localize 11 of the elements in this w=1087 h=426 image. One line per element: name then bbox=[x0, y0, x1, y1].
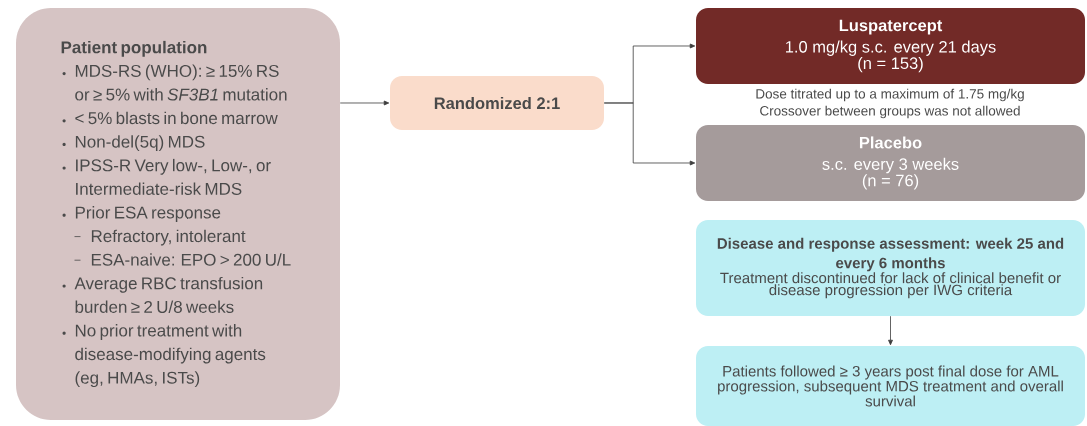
treatment-arm-box: Luspatercept 1.0 mg/kg s.c. every 21 days (n = 153) bbox=[696, 8, 1085, 84]
randomization-box: Randomized 2:1 bbox=[390, 76, 604, 130]
arrow bbox=[603, 102, 696, 166]
note-text: Crossover between groups was not allowed bbox=[760, 105, 1020, 119]
arrow bbox=[339, 100, 390, 106]
assessment-box: Disease and response assessment: week 25 and every 6 months Treatment discontinued for lack of clinical benefit or disease progression per IWG criteria bbox=[696, 220, 1085, 316]
note-text: Dose titrated up to a maximum of 1.75 mg/kg bbox=[756, 88, 1024, 102]
follow-up-box: Patients followed ≥ 3 years post final dose for AML progression, subsequent MDS treatment and overall survival bbox=[696, 346, 1085, 426]
treatment-arm-box: Placebo s.c. every 3 weeks (n = 76) bbox=[696, 125, 1085, 201]
criteria-box: Patient population MDS-RS (WHO): ≥ 15% RS or ≥ 5% with SF3B1 mutation < 5% blasts in bone marrow Non-del(5q) MDS IPSS-R Very low-, Low-, or Intermediate-risk MDS Prior ESA response Refractory, intolerant ESA-naive: EPO > 200 U/L Average RBC transfusion burden ≥ 2 U/8 weeks No prior treatment with disease-modifying agents (eg, HMAs, ISTs) bbox=[16, 8, 340, 420]
arrow bbox=[888, 315, 893, 346]
